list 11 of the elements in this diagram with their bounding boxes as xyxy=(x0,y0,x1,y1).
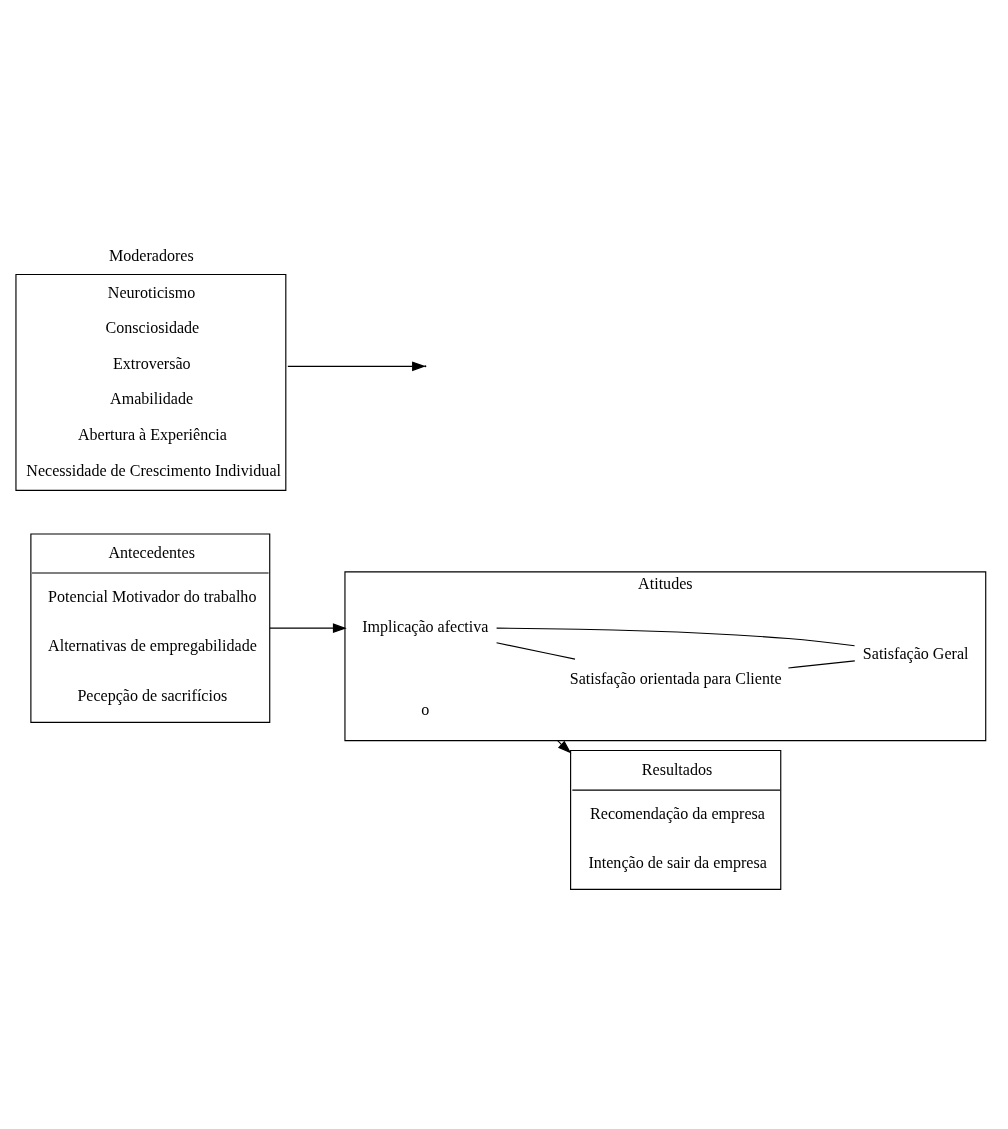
connector xyxy=(496,641,576,660)
connector xyxy=(496,627,856,646)
node-text: Satisfação Geral xyxy=(862,644,969,662)
label: o xyxy=(421,700,430,718)
node-label: Moderadores xyxy=(108,246,194,264)
node-box: Neuroticismo Consciosidade Extroversão Amabilidade Abertura à Experiência Necessidade de Crescimento Individual xyxy=(15,273,287,491)
node-text: Satisfação orientada para Cliente xyxy=(569,669,782,687)
arrow xyxy=(557,739,572,754)
node-text: Implicação afectiva xyxy=(362,617,489,635)
arrow xyxy=(269,622,347,633)
connector xyxy=(787,659,856,669)
